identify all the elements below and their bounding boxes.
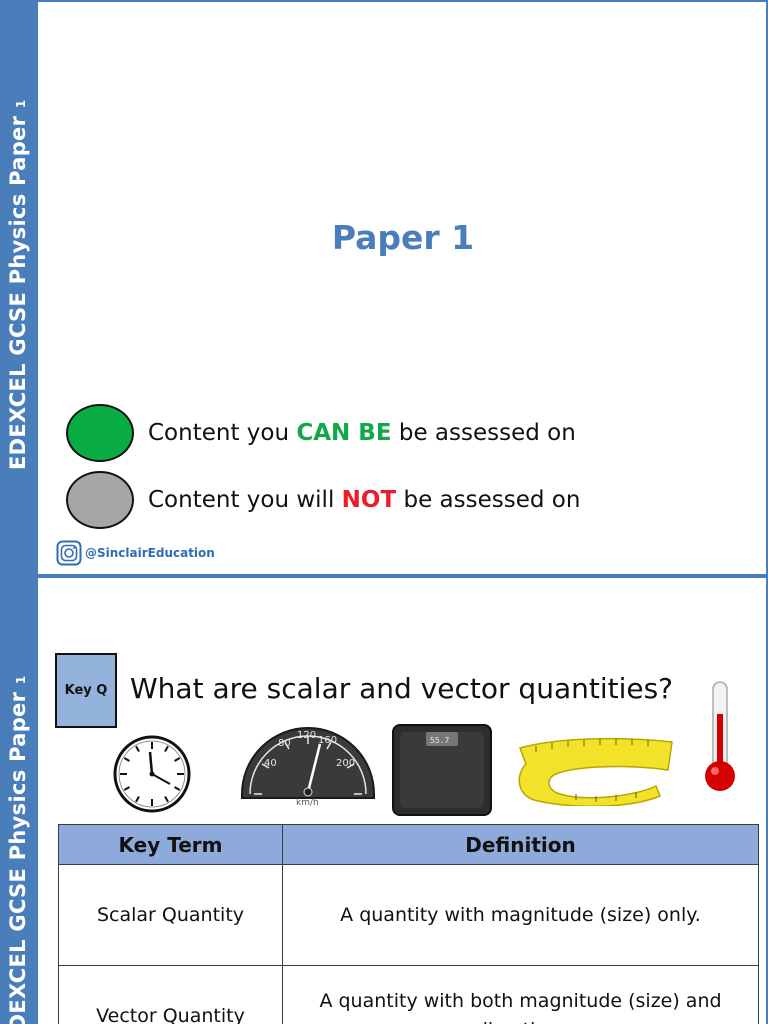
scale-display: 55.7	[430, 736, 449, 745]
legend-can-suffix: be assessed on	[391, 420, 576, 446]
legend-can-highlight: CAN BE	[296, 420, 392, 446]
legend-not-text: Content you will NOT be assessed on	[148, 487, 580, 513]
table-row: Vector Quantity A quantity with both mag…	[58, 965, 759, 1024]
social-handle[interactable]: @SinclairEducation	[56, 540, 215, 566]
sidebar-label-text: EDEXCEL GCSE Physics Paper	[6, 115, 30, 470]
table-cell-definition: A quantity with both magnitude (size) an…	[282, 965, 759, 1024]
weighing-scale-icon: 55.7	[392, 724, 492, 816]
sidebar-label-text: EDEXCEL GCSE Physics Paper	[6, 691, 30, 1024]
speed-tick-120: 120	[297, 730, 316, 741]
table-cell-term: Vector Quantity	[58, 965, 283, 1024]
table-header-key-term: Key Term	[58, 824, 283, 865]
clock-icon	[113, 735, 191, 813]
table-header-row: Key Term Definition	[58, 824, 759, 865]
speed-tick-80: 80	[278, 738, 291, 749]
social-handle-text: @SinclairEducation	[85, 546, 215, 560]
key-terms-table: Key Term Definition Scalar Quantity A qu…	[58, 824, 759, 1024]
sidebar-label-number: 1	[14, 675, 28, 685]
green-oval-icon	[66, 404, 134, 462]
page-title: Paper 1	[331, 218, 475, 257]
slide-paper-1: EDEXCEL GCSE Physics Paper 1 Paper 1 Con…	[0, 0, 768, 576]
legend-can-text: Content you CAN BE be assessed on	[148, 420, 576, 446]
legend-not-highlight: NOT	[341, 487, 397, 513]
thermometer-icon	[705, 681, 735, 791]
legend-can-prefix: Content you	[148, 420, 297, 446]
slide-frame	[36, 576, 768, 1024]
speedometer-icon: 40 80 120 160 200 km/h	[241, 727, 375, 806]
table-header-definition: Definition	[282, 824, 759, 865]
key-q-badge: Key Q	[55, 653, 117, 728]
speed-tick-160: 160	[318, 735, 337, 746]
measuring-tape-icon	[518, 737, 673, 806]
table-row: Scalar Quantity A quantity with magnitud…	[58, 864, 759, 966]
sidebar-label: EDEXCEL GCSE Physics Paper 1	[6, 99, 30, 470]
instagram-icon	[56, 540, 82, 566]
table-cell-term: Scalar Quantity	[58, 864, 283, 966]
slide-frame	[36, 0, 768, 576]
speed-tick-40: 40	[264, 758, 277, 769]
legend-can-be-assessed: Content you CAN BE be assessed on	[66, 404, 576, 462]
speed-unit-label: km/h	[296, 798, 319, 806]
sidebar-label: EDEXCEL GCSE Physics Paper 1	[6, 675, 30, 1024]
legend-not-assessed: Content you will NOT be assessed on	[66, 471, 580, 529]
slide-key-question: EDEXCEL GCSE Physics Paper 1 Key Q What …	[0, 576, 768, 1024]
key-question: What are scalar and vector quantities?	[130, 672, 674, 705]
speed-tick-200: 200	[336, 758, 355, 769]
sidebar-band	[0, 576, 38, 1024]
sidebar-band	[0, 0, 38, 576]
legend-not-prefix: Content you will	[148, 487, 342, 513]
sidebar-label-number: 1	[14, 99, 28, 109]
legend-not-suffix: be assessed on	[396, 487, 581, 513]
table-cell-definition: A quantity with magnitude (size) only.	[282, 864, 759, 966]
grey-oval-icon	[66, 471, 134, 529]
